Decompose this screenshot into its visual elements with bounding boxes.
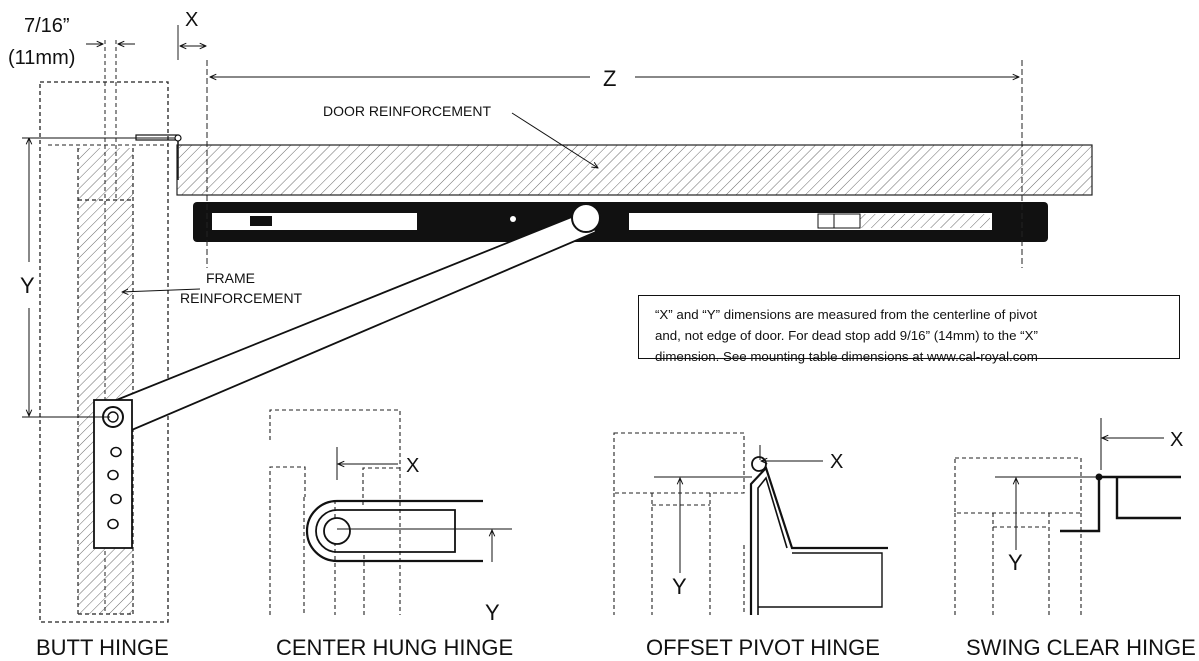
- butt-hinge-knuckle: [135, 134, 182, 180]
- offset-y-label: Y: [672, 574, 687, 599]
- offset-pivot-hinge: [613, 432, 888, 615]
- z-label: Z: [603, 66, 616, 91]
- dimension-arrows: [22, 44, 1019, 418]
- y-left-label: Y: [20, 273, 35, 298]
- measurement-note: “X” and “Y” dimensions are measured from…: [638, 295, 1180, 364]
- center-y-label: Y: [485, 600, 500, 625]
- swing-x-label: X: [1170, 429, 1183, 451]
- frame-reinforcement-label-1: FRAME: [206, 270, 255, 286]
- swing-clear-hinge: [954, 418, 1181, 615]
- caption-center-hung-hinge: CENTER HUNG HINGE: [276, 635, 513, 660]
- caption-swing-clear-hinge: SWING CLEAR HINGE: [966, 635, 1196, 660]
- butt-gap-fraction-label: 7/16”: [24, 15, 70, 37]
- door-reinforcement-label: DOOR REINFORCEMENT: [323, 103, 491, 119]
- note-line-2: and, not edge of door. For dead stop add…: [655, 328, 1038, 343]
- offset-x-label: X: [830, 451, 843, 473]
- frame-reinforcement-label-2: REINFORCEMENT: [180, 290, 303, 306]
- door-reinforcement: [176, 144, 1093, 196]
- caption-butt-hinge: BUTT HINGE: [36, 635, 169, 660]
- butt-gap-mm-label: (11mm): [8, 47, 75, 69]
- swing-y-label: Y: [1008, 550, 1023, 575]
- caption-offset-pivot-hinge: OFFSET PIVOT HINGE: [646, 635, 880, 660]
- butt-hinge-plate: [93, 399, 133, 549]
- center-hung-hinge: [269, 409, 512, 615]
- note-line-3: dimension. See mounting table dimensions…: [655, 349, 1038, 364]
- center-x-label: X: [406, 455, 419, 477]
- closer-track: [193, 202, 1048, 242]
- z-centerlines: [177, 25, 1023, 268]
- note-line-1: “X” and “Y” dimensions are measured from…: [655, 307, 1038, 322]
- x-top-label: X: [185, 9, 198, 31]
